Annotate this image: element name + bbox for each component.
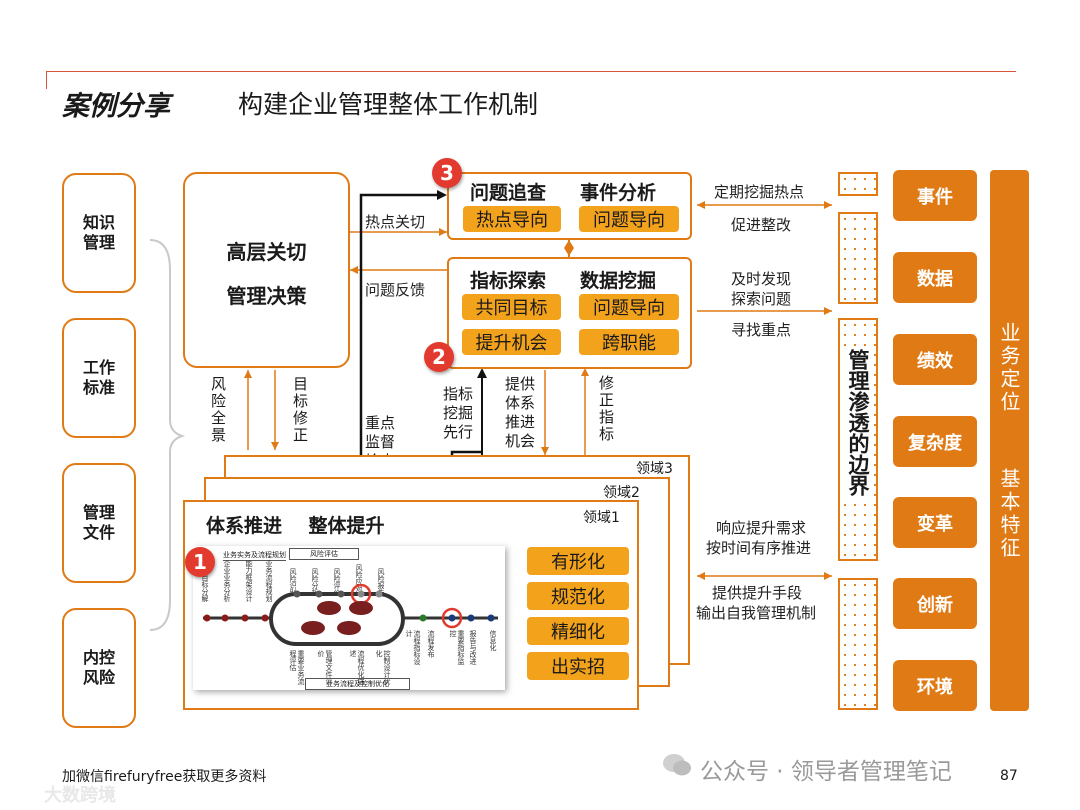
box2-tag4: 跨职能 bbox=[579, 329, 679, 355]
label-respond: 响应提升需求 bbox=[716, 519, 807, 537]
process-col-6: 风险分析 bbox=[311, 568, 319, 596]
box1-item-3: 精细化 bbox=[527, 617, 629, 645]
process-bcol-8: 报告与改进 bbox=[469, 630, 477, 665]
watermark-left: 大数跨境 bbox=[44, 785, 116, 806]
wechat-icon bbox=[662, 752, 692, 778]
label-target-revise: 目标修正 bbox=[291, 376, 309, 444]
top-mgmt-line1: 高层关切 bbox=[226, 240, 307, 264]
process-bcol-4: 控制设计优化 bbox=[375, 650, 391, 685]
left-label-knowledge: 知识 管理 bbox=[82, 213, 115, 252]
header-rule-tick bbox=[46, 71, 47, 89]
label-means: 提供提升手段 bbox=[712, 584, 803, 602]
left-label-docs: 管理 文件 bbox=[82, 503, 115, 542]
top-mgmt-box bbox=[183, 172, 350, 368]
boundary-upper bbox=[838, 212, 878, 304]
badge-2: 2 bbox=[424, 342, 454, 372]
left-box-knowledge bbox=[62, 173, 136, 293]
feature-environment: 环境 bbox=[893, 660, 977, 711]
box3-tag2: 问题导向 bbox=[579, 206, 679, 232]
process-bcol-2: 管理文件评价 bbox=[317, 650, 333, 685]
label-focus: 寻找重点 bbox=[731, 321, 792, 339]
label-risk-panorama: 风险全景 bbox=[209, 376, 227, 444]
boundary-label: 管理渗透的边界 bbox=[843, 347, 873, 498]
process-bcol-9: 信息化 bbox=[489, 630, 497, 651]
label-output: 输出自我管理机制 bbox=[696, 604, 817, 622]
footer-note: 加微信firefuryfree获取更多资料 bbox=[62, 769, 267, 785]
domain-2-label: 领域2 bbox=[603, 485, 640, 501]
box2-tag3: 提升机会 bbox=[462, 329, 561, 355]
process-bcol-1: 重要业务流程评估 bbox=[289, 650, 305, 685]
domain-3-label: 领域3 bbox=[636, 461, 673, 477]
boundary-lower bbox=[838, 578, 878, 710]
label-revise-index: 修正指标 bbox=[597, 375, 615, 443]
page-number: 87 bbox=[1000, 768, 1018, 784]
process-banner-top: 业务实务及流程规划 bbox=[223, 551, 286, 561]
feature-innovation: 创新 bbox=[893, 578, 977, 629]
diamond-link bbox=[564, 240, 574, 256]
box2-head1: 指标探索 bbox=[470, 270, 547, 292]
process-col-1: 业务目标分解 bbox=[201, 560, 209, 602]
boundary-top-small bbox=[838, 172, 878, 196]
feature-title: 业务定位 基本特征 bbox=[997, 321, 1021, 560]
process-col-5: 风险识别 bbox=[289, 568, 297, 596]
feature-event: 事件 bbox=[893, 170, 977, 221]
watermark-right: 公众号 · 领导者管理笔记 bbox=[700, 759, 952, 785]
left-box-risk bbox=[62, 608, 136, 728]
process-bcol-5: 流程指标设计 bbox=[405, 630, 421, 665]
label-feedback: 问题反馈 bbox=[365, 281, 426, 299]
process-bcol-3: 流程优化描述 bbox=[349, 650, 365, 685]
top-mgmt-line2: 管理决策 bbox=[226, 284, 307, 308]
box1-item-4: 出实招 bbox=[527, 652, 629, 680]
process-col-4: 业务流程规划 bbox=[265, 560, 273, 602]
process-col-2: 企业业务分析 bbox=[223, 560, 231, 602]
box1-item-1: 有形化 bbox=[527, 547, 629, 575]
process-col-7: 风险评价 bbox=[333, 568, 341, 596]
left-brace bbox=[149, 239, 186, 631]
box1-title: 体系推进 整体提升 bbox=[206, 515, 385, 537]
box2-head2: 数据挖掘 bbox=[580, 270, 657, 292]
box3-head2: 事件分析 bbox=[580, 182, 657, 204]
feature-performance: 绩效 bbox=[893, 334, 977, 385]
label-indicator: 指标挖掘先行 bbox=[443, 385, 474, 441]
domain-1-label: 领域1 bbox=[583, 510, 620, 526]
label-orderly: 按时间有序推进 bbox=[706, 539, 812, 557]
process-banner-bottom: 业务流程及控制优化 bbox=[305, 678, 410, 690]
page-title: 构建企业管理整体工作机制 bbox=[238, 90, 539, 119]
label-discover: 及时发现 bbox=[731, 270, 792, 288]
badge-3: 3 bbox=[432, 158, 462, 188]
box2-tag2: 问题导向 bbox=[579, 294, 679, 320]
process-diagram: 业务实务及流程规划 风险评估 业务目标分解 企业业务分析 能力框架设计 业务流程… bbox=[193, 546, 505, 690]
badge-1: 1 bbox=[185, 547, 215, 577]
label-periodic: 定期挖掘热点 bbox=[714, 183, 805, 201]
left-label-standard: 工作 标准 bbox=[82, 358, 115, 397]
process-bcol-6: 流程发布 bbox=[427, 630, 435, 658]
left-label-risk: 内控 风险 bbox=[82, 648, 115, 687]
feature-data: 数据 bbox=[893, 252, 977, 303]
process-banner-risk: 风险评估 bbox=[289, 548, 359, 560]
process-bcol-7: 重要指标监控 bbox=[449, 630, 465, 665]
label-provide: 提供体系推进机会 bbox=[505, 375, 536, 450]
left-box-standard bbox=[62, 318, 136, 438]
process-line bbox=[203, 583, 498, 646]
box1-item-2: 规范化 bbox=[527, 582, 629, 610]
process-col-9: 风险报告 bbox=[377, 568, 385, 596]
feature-complexity: 复杂度 bbox=[893, 416, 977, 467]
process-col-8: 风险应对 bbox=[355, 564, 363, 592]
process-col-3: 能力框架设计 bbox=[245, 560, 253, 602]
label-explore: 探索问题 bbox=[731, 290, 792, 308]
left-box-docs bbox=[62, 463, 136, 583]
feature-change: 变革 bbox=[893, 497, 977, 548]
feature-title-box: 业务定位 基本特征 bbox=[990, 170, 1029, 711]
box3-tag1: 热点导向 bbox=[463, 206, 561, 232]
label-hot: 热点关切 bbox=[365, 213, 426, 231]
box3-head1: 问题追查 bbox=[470, 182, 547, 204]
header-rule bbox=[46, 71, 1016, 72]
box2-tag1: 共同目标 bbox=[462, 294, 561, 320]
section-label: 案例分享 bbox=[62, 91, 170, 122]
label-rectify: 促进整改 bbox=[731, 216, 792, 234]
